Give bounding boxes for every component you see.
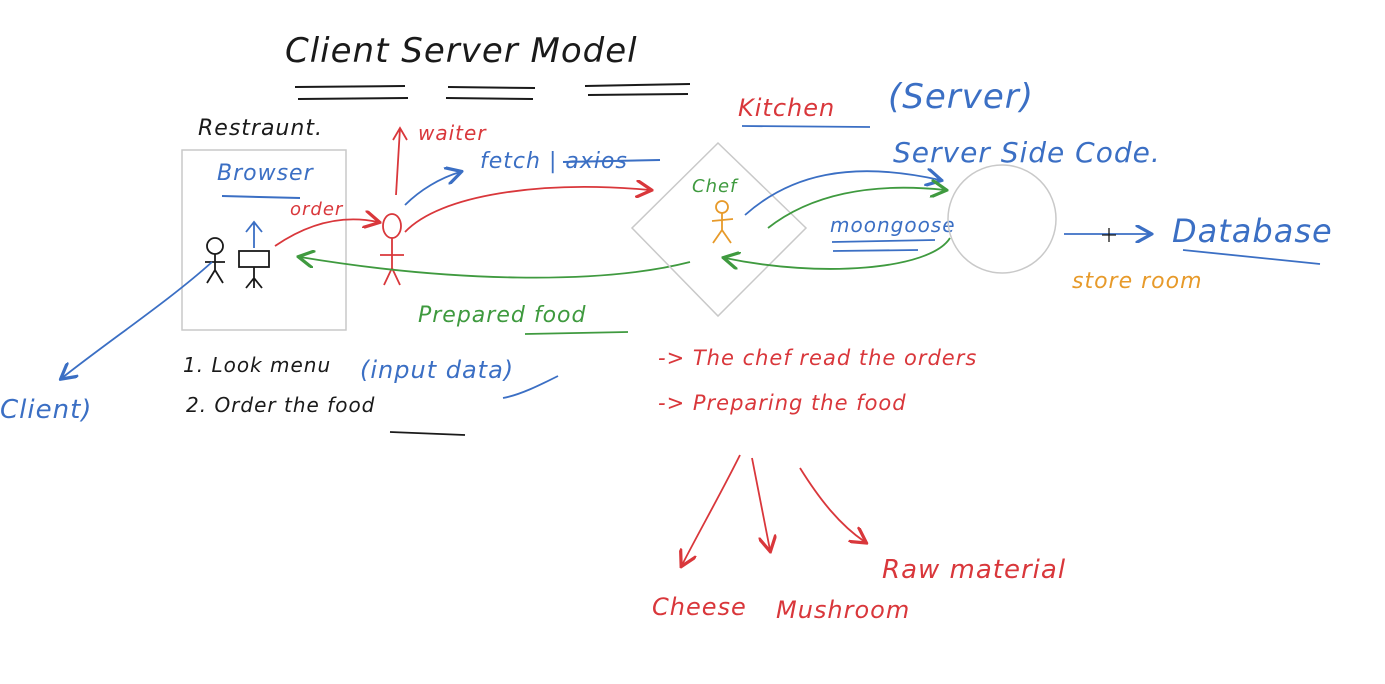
server-circle bbox=[947, 164, 1057, 274]
chef-note-1: -> The chef read the orders bbox=[658, 346, 977, 370]
client-arrow bbox=[62, 261, 213, 378]
server-paren-label: (Server) bbox=[888, 77, 1034, 117]
kitchen-label: Kitchen bbox=[738, 94, 835, 122]
raw-material-label: Raw material bbox=[882, 555, 1066, 585]
food-underline-green bbox=[524, 331, 629, 335]
server-side-code-label: Server Side Code. bbox=[893, 136, 1161, 169]
restaurant-label: Restraunt. bbox=[198, 116, 323, 141]
diagram-title: Client Server Model bbox=[285, 31, 638, 71]
waiter-person-icon bbox=[380, 213, 404, 286]
chef-person-icon bbox=[711, 200, 734, 244]
food-underline bbox=[389, 431, 466, 436]
response-arrow bbox=[300, 257, 691, 279]
browser-underline bbox=[221, 195, 301, 199]
database-underline bbox=[1182, 249, 1321, 265]
axios-underline bbox=[562, 159, 661, 163]
ingredient-arrows bbox=[682, 454, 865, 565]
mongoose-label: moongoose bbox=[830, 213, 956, 237]
order-arrow bbox=[274, 219, 378, 247]
ingredient-mushroom: Mushroom bbox=[776, 596, 910, 624]
input-data-label: (input data) bbox=[360, 356, 514, 384]
browser-label: Browser bbox=[217, 161, 315, 186]
title-underlines bbox=[294, 83, 691, 100]
crosshair-cursor-icon bbox=[1102, 228, 1116, 242]
chef-diamond bbox=[630, 141, 808, 318]
chef-to-server-blue bbox=[744, 171, 940, 216]
store-room-label: store room bbox=[1072, 269, 1203, 294]
request-arrow bbox=[404, 187, 650, 233]
kitchen-underline bbox=[741, 125, 871, 128]
waiter-label: waiter bbox=[418, 121, 487, 145]
mongoose-underline bbox=[831, 239, 936, 252]
browser-up-arrow bbox=[245, 220, 263, 248]
client-label: Client) bbox=[0, 395, 92, 425]
database-label: Database bbox=[1172, 212, 1333, 250]
fetch-blue-arrow bbox=[404, 172, 460, 206]
step-1: 1. Look menu bbox=[183, 353, 331, 377]
browser-box bbox=[181, 149, 347, 331]
waiter-up-arrow bbox=[392, 126, 408, 196]
ingredient-cheese: Cheese bbox=[652, 593, 747, 621]
input-data-hook bbox=[502, 375, 559, 399]
order-label: order bbox=[290, 199, 344, 220]
step-2: 2. Order the food bbox=[186, 393, 375, 417]
prepared-food-label: Prepared food bbox=[418, 303, 586, 328]
client-person-icon bbox=[205, 237, 225, 284]
chef-to-server-green bbox=[767, 188, 945, 229]
chef-note-2: -> Preparing the food bbox=[658, 391, 907, 415]
computer-icon bbox=[238, 250, 270, 289]
server-to-chef-green bbox=[725, 237, 951, 270]
chef-label: Chef bbox=[692, 176, 739, 197]
